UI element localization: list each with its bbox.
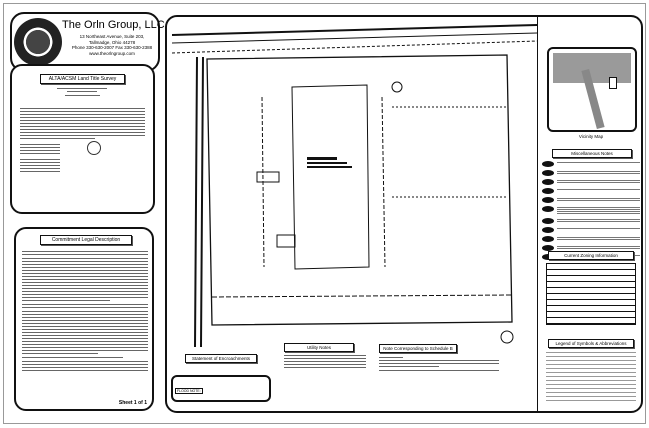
flood-note-box: FLOOD NOTE: <box>171 375 271 402</box>
utility-notes-title: Utility Notes <box>284 343 354 352</box>
vicinity-map <box>547 47 637 132</box>
building-outline <box>291 84 370 270</box>
road-centerline <box>171 24 537 36</box>
flood-note-label: FLOOD NOTE: <box>175 388 203 394</box>
schedule-b-title: Note Corresponding to Schedule B <box>379 344 457 353</box>
alta-survey-title: ALTA/ACSM Land Title Survey <box>40 74 125 84</box>
encroachments-title: Statement of Encroachments <box>185 354 257 363</box>
company-website: www.theorlngroup.com <box>89 50 135 56</box>
zoning-title: Current Zoning Information <box>548 251 634 260</box>
right-info-column: Vicinity Map Miscellaneous Notes Current… <box>537 17 643 411</box>
company-logo-seal <box>14 18 62 66</box>
legal-description-title: Commitment Legal Description <box>40 235 132 245</box>
property-boundary <box>206 54 513 326</box>
sheet-number: Sheet 1 of 1 <box>118 400 147 406</box>
left-road <box>194 56 204 347</box>
site-plan-drawing <box>171 24 537 347</box>
company-address: 13 Northeast Avenue, Suite 203, <box>79 34 145 39</box>
surveyor-seal <box>87 141 101 155</box>
alta-certification-text <box>20 108 145 141</box>
company-title-block: The Orln Group, LLC. 13 Northeast Avenue… <box>10 12 168 72</box>
legal-description-text <box>22 251 148 373</box>
miscellaneous-notes-list <box>542 161 640 263</box>
company-name: The Orln Group, LLC. <box>62 19 168 31</box>
site-plan-frame: Vicinity Map Miscellaneous Notes Current… <box>165 15 643 413</box>
zoning-table <box>546 263 636 325</box>
legal-description-panel: Commitment Legal Description Sheet 1 of … <box>14 227 154 411</box>
vicinity-map-label: Vicinity Map <box>578 134 604 139</box>
legend-title: Legend of Symbols & Abbreviations <box>548 339 634 348</box>
alta-survey-panel: ALTA/ACSM Land Title Survey <box>10 64 155 214</box>
company-city: Tallmadge, Ohio 44278 <box>88 39 136 45</box>
company-phone: Phone 330-630-2007 Fax 330-630-2388 <box>71 45 153 50</box>
miscellaneous-notes-title: Miscellaneous Notes <box>552 149 632 158</box>
legend-symbols <box>546 349 636 404</box>
